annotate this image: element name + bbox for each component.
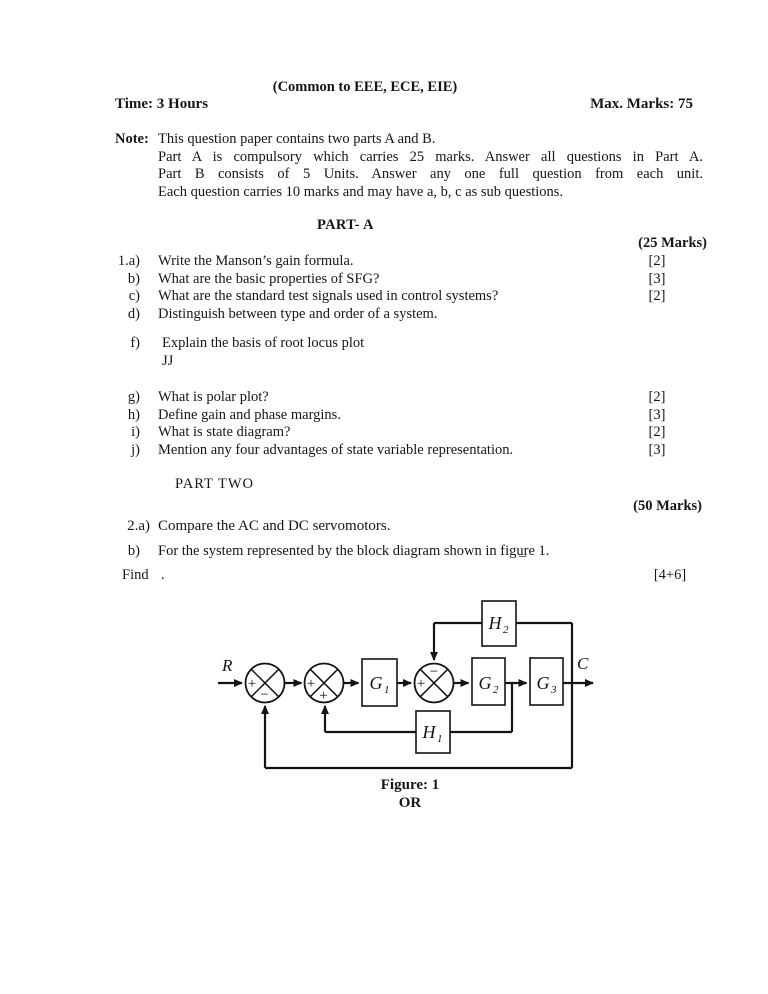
figure-caption: Figure: 1 <box>380 777 440 793</box>
question-row-1c: c) What are the standard test signals us… <box>0 288 768 306</box>
question-row-1g: g) What is polar plot? [2] <box>0 389 768 407</box>
summing-junction-2: + + <box>303 662 345 704</box>
sum1-cross-line <box>250 668 280 698</box>
g3-box <box>529 657 564 706</box>
question-marks: [2] <box>648 389 666 405</box>
trailing-mark: _ <box>519 543 527 559</box>
sum3-left-sign: + <box>417 676 425 692</box>
g1-box <box>361 658 398 707</box>
question-text: Write the Manson’s gain formula. <box>158 253 354 269</box>
question-number: h) <box>127 407 140 423</box>
find-period: . <box>161 567 165 583</box>
question-row-1a: 1.a) Write the Manson’s gain formula. [2… <box>0 253 768 271</box>
h2-box <box>481 600 517 647</box>
question-row-1i: i) What is state diagram? [2] <box>0 424 768 442</box>
question-number: 1.a) <box>117 253 140 269</box>
max-marks-label: Max. Marks: 75 <box>590 96 693 112</box>
common-header: (Common to EEE, ECE, EIE) <box>272 79 458 95</box>
question-text: Define gain and phase margins. <box>158 407 341 423</box>
question-marks: [3] <box>648 442 666 458</box>
question-row-1j: j) Mention any four advantages of state … <box>0 442 768 460</box>
sum1-bottom-sign: − <box>260 687 268 703</box>
find-row: Find . [4+6] <box>0 567 768 585</box>
question-text: Compare the AC and DC servomotors. <box>158 518 391 534</box>
sum2-left-sign: + <box>307 676 315 692</box>
question-marks: [3] <box>648 271 666 287</box>
sum3-top-sign: − <box>430 664 438 680</box>
sum1-left-sign: + <box>248 676 256 692</box>
g3-subscript: 3 <box>550 684 557 696</box>
gain-block-g1: G 1 <box>361 658 398 707</box>
time-label: Time: 3 Hours <box>115 96 209 112</box>
question-text: For the system represented by the block … <box>158 543 550 559</box>
part-a-title: PART- A <box>317 217 374 233</box>
h1-box <box>415 710 451 754</box>
question-text: What is state diagram? <box>158 424 291 440</box>
question-row-1f: f) Explain the basis of root locus plot <box>0 335 768 353</box>
note-line-1: This question paper contains two parts A… <box>158 131 436 147</box>
feedback-block-h2: H 2 <box>481 600 517 647</box>
signal-lines <box>218 621 594 770</box>
g2-label: G <box>479 673 492 693</box>
question-text: Distinguish between type and order of a … <box>158 306 438 322</box>
feedback-block-h1: H 1 <box>415 710 451 754</box>
g2-box <box>471 657 506 706</box>
part-b-marks-total: (50 Marks) <box>633 498 702 514</box>
question-marks: [2] <box>648 253 666 269</box>
note-line-4: Each question carries 10 marks and may h… <box>158 184 564 200</box>
h1-label: H <box>422 722 437 742</box>
part-two-title: PART TWO <box>175 476 254 492</box>
h2-subscript: 2 <box>503 624 509 636</box>
gain-block-g2: G 2 <box>471 657 506 706</box>
stray-text-row: JJ <box>0 353 768 371</box>
question-text: What is polar plot? <box>158 389 269 405</box>
gain-block-g3: G 3 <box>529 657 564 706</box>
g1-label: G <box>370 673 383 693</box>
question-number: c) <box>128 288 140 304</box>
question-text: What are the basic properties of SFG? <box>158 271 380 287</box>
question-text: Explain the basis of root locus plot <box>162 335 365 351</box>
sum2-bottom-sign: + <box>319 688 327 704</box>
note-line-2: Part A is compulsory which carries 25 ma… <box>158 149 703 165</box>
part-a-marks-total: (25 Marks) <box>638 235 707 251</box>
find-text: Find <box>122 567 149 583</box>
input-signal-label: R <box>221 656 233 675</box>
question-row-1d: d) Distinguish between type and order of… <box>0 306 768 324</box>
h1-subscript: 1 <box>437 733 443 745</box>
note-line-3: Part B consists of 5 Units. Answer any o… <box>158 166 703 182</box>
g2-subscript: 2 <box>493 684 499 696</box>
summing-junction-1: + − <box>244 662 286 704</box>
h2-label: H <box>488 613 503 633</box>
question-number: b) <box>127 271 140 287</box>
question-text: What are the standard test signals used … <box>158 288 499 304</box>
question-row-2b: b) For the system represented by the blo… <box>0 543 768 561</box>
block-diagram-figure: + − + + + − G 1 G 2 G <box>218 600 594 770</box>
question-marks: [4+6] <box>653 567 687 583</box>
stray-text: JJ <box>162 353 174 369</box>
question-marks: [3] <box>648 407 666 423</box>
question-row-1b: b) What are the basic properties of SFG?… <box>0 271 768 289</box>
question-marks: [2] <box>648 424 666 440</box>
question-number: i) <box>131 424 140 440</box>
summing-junction-3: + − <box>413 662 455 704</box>
output-signal-label: C <box>577 654 589 673</box>
g1-subscript: 1 <box>384 684 390 696</box>
question-number: d) <box>127 306 140 322</box>
sum3-cross-line <box>419 668 449 698</box>
sum2-cross-line <box>309 668 339 698</box>
question-number: b) <box>127 543 140 559</box>
question-marks: [2] <box>648 288 666 304</box>
or-label: OR <box>398 795 422 811</box>
question-number: g) <box>127 389 140 405</box>
question-row-2a: 2.a) Compare the AC and DC servomotors. <box>0 518 768 536</box>
note-label: Note: <box>115 131 149 147</box>
question-row-1h: h) Define gain and phase margins. [3] <box>0 407 768 425</box>
question-number: 2.a) <box>127 518 150 534</box>
g3-label: G <box>537 673 550 693</box>
question-number: f) <box>130 335 140 351</box>
question-number: j) <box>131 442 140 458</box>
question-text: Mention any four advantages of state var… <box>158 442 514 458</box>
